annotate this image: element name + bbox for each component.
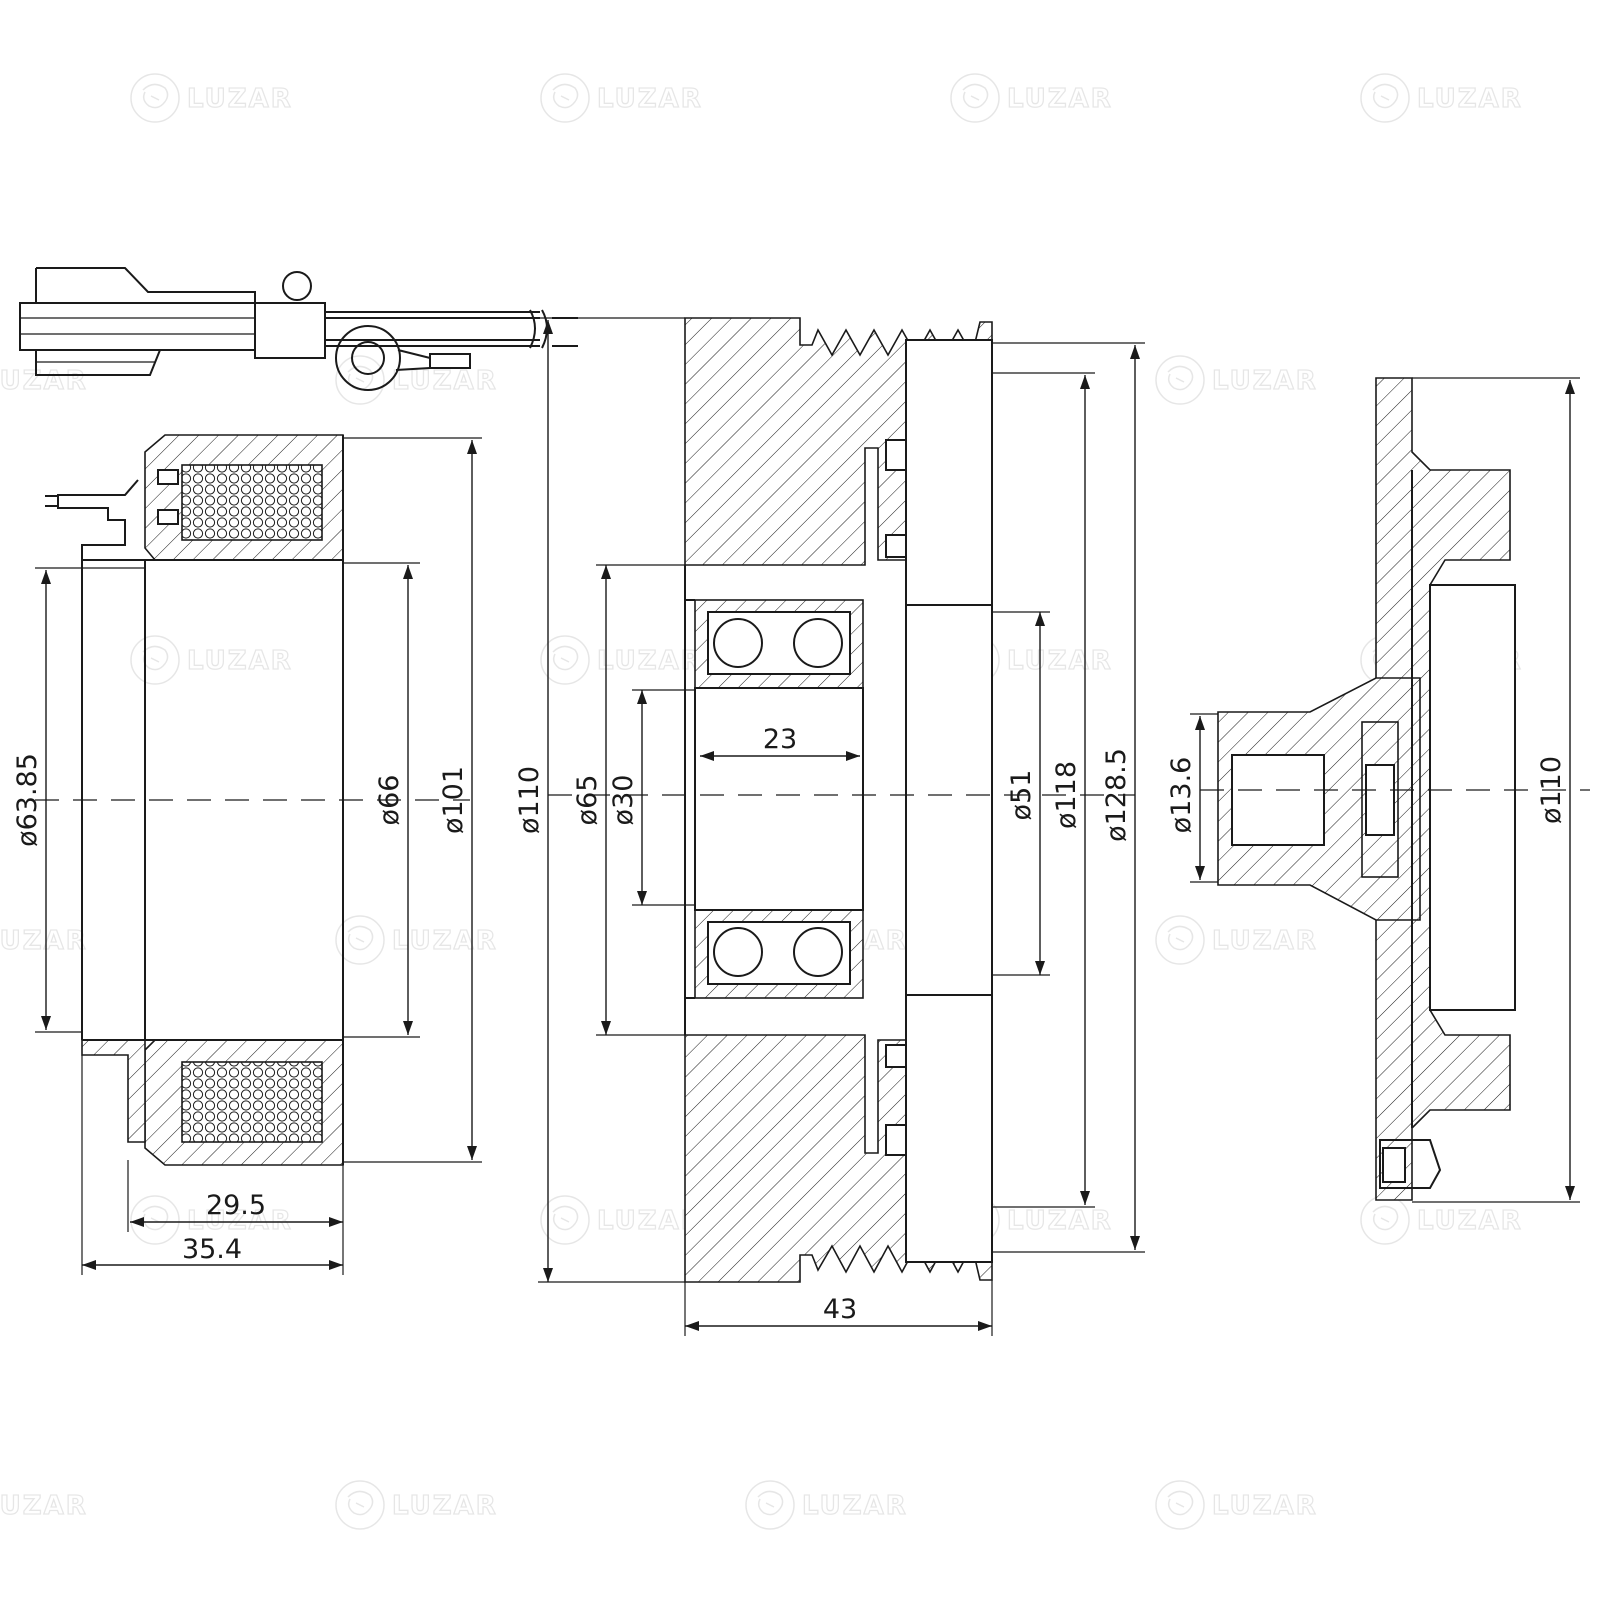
luzar-watermark: LUZAR bbox=[335, 1480, 498, 1530]
luzar-watermark: LUZAR bbox=[540, 73, 703, 123]
hub-plate-view bbox=[1200, 377, 1590, 1201]
luzar-watermark: LUZAR bbox=[130, 73, 293, 123]
watermark-layer: LUZAR LUZAR LUZAR LUZAR LUZAR LUZAR LUZAR LUZAR… bbox=[0, 73, 1523, 1530]
dim-coil-outer-diameter: ø101 bbox=[438, 766, 469, 834]
luzar-logo-icon bbox=[1360, 1195, 1410, 1245]
luzar-watermark: LUZAR bbox=[540, 635, 703, 685]
dim-pulley-outer-diameter: ø128.5 bbox=[1101, 748, 1132, 842]
watermark-text: LUZAR bbox=[187, 1206, 293, 1236]
dim-coil-winding-width: 29.5 bbox=[206, 1190, 266, 1221]
watermark-text: LUZAR bbox=[1212, 926, 1318, 956]
luzar-watermark: LUZAR bbox=[1155, 915, 1318, 965]
luzar-watermark: LUZAR bbox=[335, 915, 498, 965]
luzar-logo-icon bbox=[745, 1480, 795, 1530]
luzar-watermark: LUZAR bbox=[950, 1195, 1113, 1245]
luzar-watermark: LUZAR bbox=[1155, 1480, 1318, 1530]
watermark-text: LUZAR bbox=[597, 646, 703, 676]
dim-coil-overall-width: 35.4 bbox=[182, 1234, 242, 1265]
dim-pulley-inner-ring: ø51 bbox=[1006, 770, 1037, 821]
watermark-text: LUZAR bbox=[597, 84, 703, 114]
watermark-text: LUZAR bbox=[187, 646, 293, 676]
watermark-text: LUZAR bbox=[187, 84, 293, 114]
luzar-watermark: LUZAR bbox=[950, 635, 1113, 685]
watermark-text: LUZAR bbox=[1007, 1206, 1113, 1236]
luzar-watermark: LUZAR bbox=[1155, 355, 1318, 405]
dim-pulley-groove-diameter: ø118 bbox=[1051, 761, 1082, 829]
luzar-watermark: LUZAR bbox=[950, 73, 1113, 123]
watermark-text: LUZAR bbox=[392, 366, 498, 396]
luzar-logo-icon bbox=[1155, 355, 1205, 405]
luzar-logo-icon bbox=[1155, 1480, 1205, 1530]
dim-pulley-bearing-width: 23 bbox=[763, 724, 797, 755]
dim-hub-spline-diameter: ø13.6 bbox=[1166, 757, 1197, 834]
watermark-text: LUZAR bbox=[1007, 646, 1113, 676]
luzar-watermark: LUZAR bbox=[0, 1490, 88, 1521]
luzar-watermark: LUZAR bbox=[130, 635, 293, 685]
luzar-logo-icon bbox=[950, 73, 1000, 123]
luzar-logo-icon bbox=[335, 1480, 385, 1530]
watermark-text: LUZAR bbox=[0, 1491, 88, 1521]
watermark-text: LUZAR bbox=[392, 926, 498, 956]
watermark-text: LUZAR bbox=[802, 1491, 908, 1521]
luzar-watermark: LUZAR bbox=[540, 1195, 703, 1245]
watermark-text: LUZAR bbox=[1212, 366, 1318, 396]
luzar-watermark: LUZAR bbox=[0, 925, 88, 956]
dimension-labels: ø63.85 ø66 ø101 29.5 35.4 ø110 ø65 ø30 2… bbox=[12, 724, 1567, 1325]
luzar-watermark: LUZAR bbox=[0, 365, 88, 396]
luzar-watermark: LUZAR bbox=[1360, 1195, 1523, 1245]
dim-pulley-shaft-bore: ø30 bbox=[608, 775, 639, 826]
watermark-text: LUZAR bbox=[1212, 1491, 1318, 1521]
dim-coil-bore-diameter: ø66 bbox=[374, 775, 405, 826]
dim-hub-plate-diameter: ø110 bbox=[1536, 756, 1567, 824]
luzar-logo-icon bbox=[335, 355, 385, 405]
pulley-view bbox=[548, 317, 1135, 1283]
watermark-text: LUZAR bbox=[597, 1206, 703, 1236]
dim-pulley-overall-width: 43 bbox=[823, 1294, 857, 1325]
connector-view bbox=[19, 267, 578, 391]
luzar-watermark: LUZAR bbox=[745, 1480, 908, 1530]
watermark-text: LUZAR bbox=[0, 366, 88, 396]
watermark-text: LUZAR bbox=[0, 926, 88, 956]
dim-pulley-hub-diameter: ø110 bbox=[514, 766, 545, 834]
watermark-text: LUZAR bbox=[1007, 84, 1113, 114]
luzar-watermark: LUZAR bbox=[1360, 73, 1523, 123]
dim-coil-inner-diameter: ø63.85 bbox=[12, 753, 43, 847]
watermark-text: LUZAR bbox=[1417, 84, 1523, 114]
coil-view bbox=[35, 434, 470, 1166]
luzar-logo-icon bbox=[1155, 915, 1205, 965]
luzar-logo-icon bbox=[130, 635, 180, 685]
luzar-logo-icon bbox=[1360, 73, 1410, 123]
watermark-text: LUZAR bbox=[392, 1491, 498, 1521]
luzar-watermark: LUZAR bbox=[335, 355, 498, 405]
watermark-text: LUZAR bbox=[1417, 1206, 1523, 1236]
dimension-lines bbox=[35, 317, 1580, 1336]
dim-pulley-bearing-outer: ø65 bbox=[572, 775, 603, 826]
luzar-logo-icon bbox=[540, 73, 590, 123]
luzar-watermark: LUZAR bbox=[130, 1195, 293, 1245]
luzar-logo-icon bbox=[130, 73, 180, 123]
